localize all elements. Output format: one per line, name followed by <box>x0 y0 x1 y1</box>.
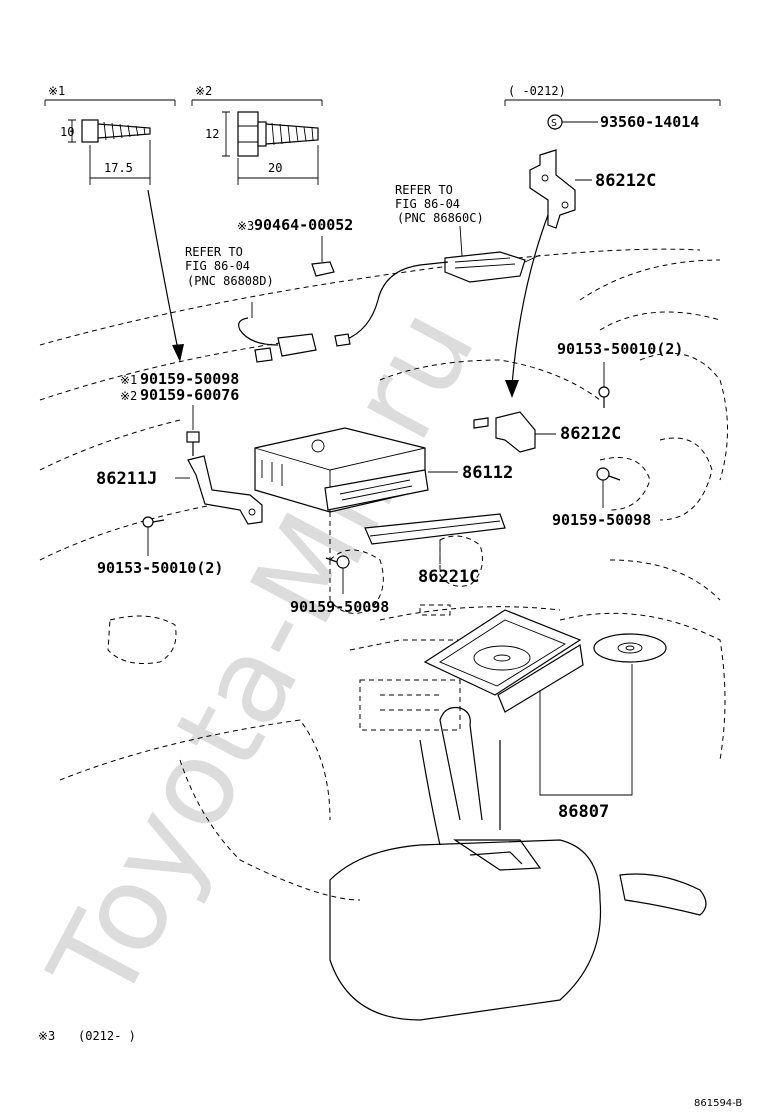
detail-arrows <box>147 189 549 398</box>
part-86221c: 86221C <box>418 567 479 587</box>
console-outline <box>329 706 707 1021</box>
part-90159-50098-right: 90159-50098 <box>552 511 651 529</box>
ref2-line3: (PNC 86808D) <box>187 274 274 288</box>
part-93560-14014: 93560-14014 <box>600 113 699 131</box>
part-86212c-top: 86212C <box>595 171 656 191</box>
range-bracket-top <box>504 99 721 106</box>
s-circle-letter: S <box>551 118 557 129</box>
part-90159-60076-b: 90159-60076 <box>140 386 239 404</box>
part-90159-a-mark: ※1 <box>120 373 137 387</box>
bracket-86212c-mid <box>473 411 536 453</box>
clip-90464 <box>311 261 335 277</box>
ref1-line2: FIG 86-04 <box>395 197 460 211</box>
detail-2-mark: ※2 <box>195 84 212 98</box>
screw-90153-right <box>598 386 610 408</box>
trim-86221c <box>364 513 506 545</box>
leader-86807 <box>539 664 633 796</box>
detail-2-dim-height: 12 <box>205 127 219 141</box>
ref2-line2: FIG 86-04 <box>185 259 250 273</box>
part-90464-mark: ※3 <box>237 219 254 233</box>
screw-90153-left <box>142 516 165 556</box>
bolt-head <box>237 111 259 157</box>
screw-90159-right <box>596 467 621 508</box>
part-90159-50098-bottom: 90159-50098 <box>290 598 389 616</box>
wiring-harness <box>238 261 449 363</box>
part-90159-b-mark: ※2 <box>120 389 137 403</box>
ref1-line3: (PNC 86860C) <box>397 211 484 225</box>
footnote-mark: ※3 <box>38 1029 55 1043</box>
part-90159-50098-a: 90159-50098 <box>140 370 239 388</box>
ref2-line1: REFER TO <box>185 245 243 259</box>
part-90464-00052: 90464-00052 <box>254 216 353 234</box>
screw-90159-left <box>186 431 200 456</box>
part-86211j: 86211J <box>96 469 157 489</box>
date-range-top: ( -0212) <box>508 84 566 98</box>
detail-2-bolt: ※2 12 20 <box>191 84 323 185</box>
dashboard-outline <box>39 248 728 901</box>
detail-2-dim-length: 20 <box>268 161 282 175</box>
detail-1-dim-length: 17.5 <box>104 161 133 175</box>
part-86807: 86807 <box>558 802 609 822</box>
bracket-86211j <box>187 455 263 525</box>
detail-1-mark: ※1 <box>48 84 65 98</box>
cd-disc <box>593 633 667 663</box>
bracket-86212c-top <box>529 149 576 229</box>
part-86112: 86112 <box>462 463 513 483</box>
figure-id: 861594-B <box>694 1098 742 1109</box>
audio-unit-86112 <box>254 427 429 560</box>
part-90153-50010-left: 90153-50010(2) <box>97 559 223 577</box>
screw-90159-bottom <box>325 555 350 594</box>
detail-1-screw: ※1 10 17.5 <box>44 84 176 185</box>
screw-head <box>81 119 99 143</box>
footnote-range: (0212- ) <box>78 1029 136 1043</box>
part-90153-50010-right: 90153-50010(2) <box>557 340 683 358</box>
gps-antenna-module <box>444 251 541 283</box>
part-86212c-mid: 86212C <box>560 424 621 444</box>
watermark: Toyota-Mir.ru <box>22 287 501 1024</box>
ref1-line1: REFER TO <box>395 183 453 197</box>
detail-1-dim-height: 10 <box>60 125 74 139</box>
cd-tray-86807 <box>423 609 584 713</box>
